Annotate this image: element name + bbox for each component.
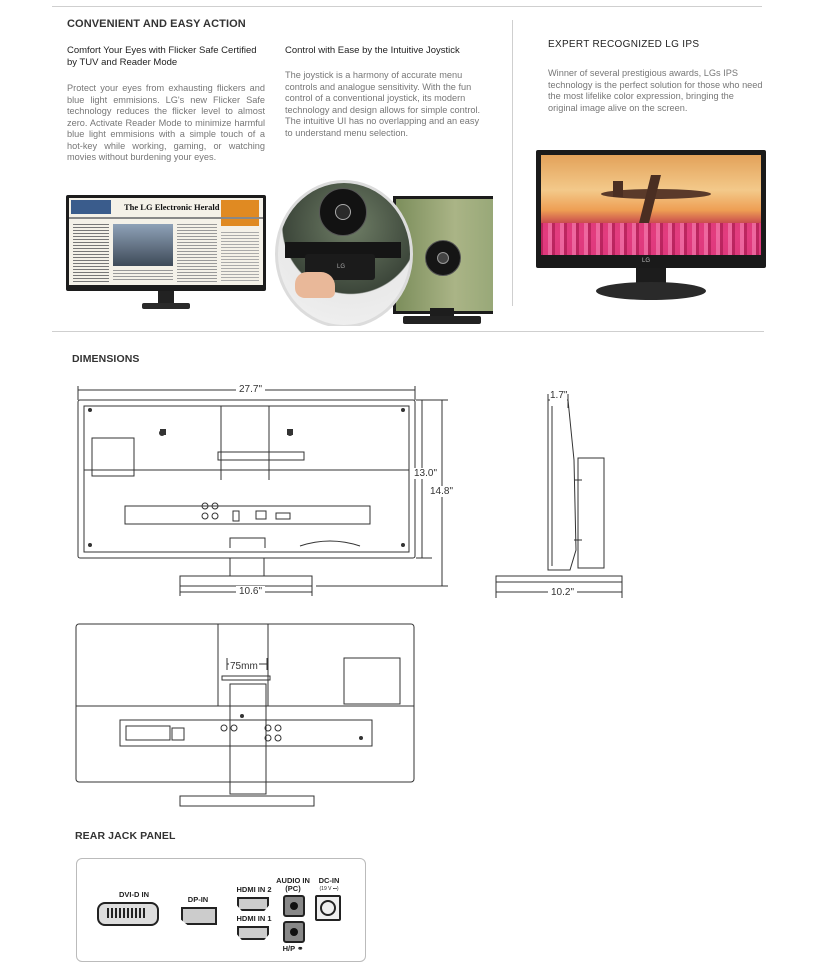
dvi-label: DVI-D IN — [119, 890, 149, 899]
newspaper-title: The LG Electronic Herald — [124, 202, 220, 212]
ips-monitor-image: LG — [536, 150, 766, 310]
features-heading: CONVENIENT AND EASY ACTION — [67, 18, 246, 30]
side-view-drawing — [495, 394, 623, 598]
flicker-safe-text: Protect your eyes from exhausting flicke… — [67, 83, 265, 162]
headphone-label: H/P ⚭ — [282, 944, 304, 953]
hdmi2-port-icon — [237, 897, 269, 911]
jack-panel-box: DVI-D IN DP-IN HDMI IN 2 HDMI IN 1 AUDIO… — [76, 858, 366, 962]
width-dimension: 27.7" — [236, 384, 266, 395]
audio-in-port-icon — [283, 895, 305, 917]
dp-port-icon — [181, 907, 217, 925]
stand-depth-dimension: 10.2" — [548, 587, 578, 598]
panel-depth-dimension: 1.7" — [550, 390, 568, 401]
reader-mode-monitor-image: The LG Electronic Herald — [66, 195, 266, 315]
vesa-dimension: 75mm — [229, 661, 259, 672]
rear-view-drawing — [77, 386, 448, 596]
audio-in-sub-label: (PC) — [285, 884, 301, 893]
hdmi1-port-icon — [237, 926, 269, 940]
ips-text: Winner of several prestigious awards, LG… — [548, 68, 763, 113]
joystick-text: The joystick is a harmony of accurate me… — [285, 70, 481, 138]
dc-in-port-icon — [315, 895, 341, 921]
ips-title: EXPERT RECOGNIZED LG IPS — [548, 39, 700, 50]
back-view-drawing — [75, 623, 415, 807]
joystick-monitor-image: LG — [275, 180, 493, 326]
panel-height-dimension: 13.0" — [414, 468, 438, 479]
lg-logo-stand: LG — [337, 264, 346, 270]
joystick-title: Control with Ease by the Intuitive Joyst… — [285, 45, 460, 56]
hdmi2-label: HDMI IN 2 — [236, 885, 272, 894]
dc-in-rating: (19 V ⎓) — [319, 886, 339, 892]
audio-in-label: AUDIO IN — [276, 876, 310, 885]
lg-logo-bezel: LG — [642, 258, 651, 264]
stand-width-dimension: 10.6" — [236, 586, 266, 597]
dp-label: DP-IN — [187, 895, 209, 904]
total-height-dimension: 14.8" — [430, 486, 454, 497]
dc-in-label: DC-IN — [318, 876, 340, 885]
headphone-icon: ⚭ — [297, 944, 304, 953]
jack-panel-heading: REAR JACK PANEL — [75, 830, 176, 842]
hdmi1-label: HDMI IN 1 — [236, 914, 272, 923]
flicker-safe-title: Comfort Your Eyes with Flicker Safe Cert… — [67, 45, 257, 68]
headphone-port-icon — [283, 921, 305, 943]
dimensions-heading: DIMENSIONS — [72, 353, 140, 365]
dvi-port-icon — [97, 902, 159, 926]
